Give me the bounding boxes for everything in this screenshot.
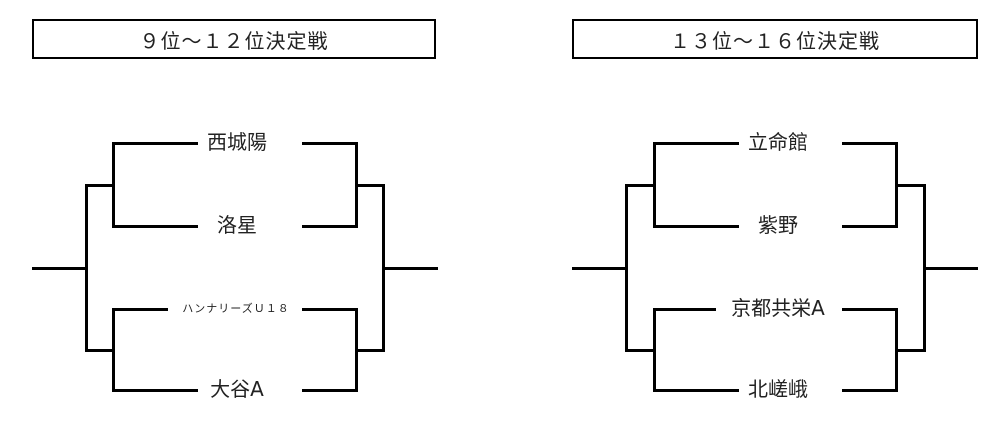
team-name: 立命館 [748,130,808,154]
bracket-line [842,389,897,392]
bracket-line [842,142,897,145]
bracket-line [86,349,114,352]
bracket-line [654,389,739,392]
bracket-line [842,308,897,311]
bracket-line [654,308,716,311]
bracket-line [113,225,198,228]
bracket-line [302,389,357,392]
bracket-line [654,142,739,145]
team-name: 大谷A [210,377,264,401]
bracket-line [626,184,655,187]
team-name: 北嵯峨 [748,377,808,401]
bracket-line [572,267,628,270]
bracket-title: ９位～１２位決定戦 [32,19,436,59]
team-name: 西城陽 [207,130,267,154]
bracket-line [86,184,114,187]
bracket-line [302,142,357,145]
bracket-line [842,225,897,228]
bracket-line [895,184,925,187]
bracket-line [302,225,357,228]
bracket-line [113,389,198,392]
bracket-line [355,184,384,187]
bracket-line [895,349,925,352]
bracket-line [626,349,655,352]
bracket-line [302,308,357,311]
bracket-line [32,267,88,270]
bracket-line [923,267,978,270]
team-name: 京都共栄A [731,296,825,320]
bracket-line [654,225,739,228]
bracket-line [382,267,438,270]
bracket-line [113,142,198,145]
bracket-title: １３位～１６位決定戦 [572,19,978,59]
team-name: ハンナリーズＵ１８ [182,302,290,315]
team-name: 洛星 [217,213,257,237]
team-name: 紫野 [758,213,798,237]
bracket-line [355,349,384,352]
bracket-line [113,308,168,311]
